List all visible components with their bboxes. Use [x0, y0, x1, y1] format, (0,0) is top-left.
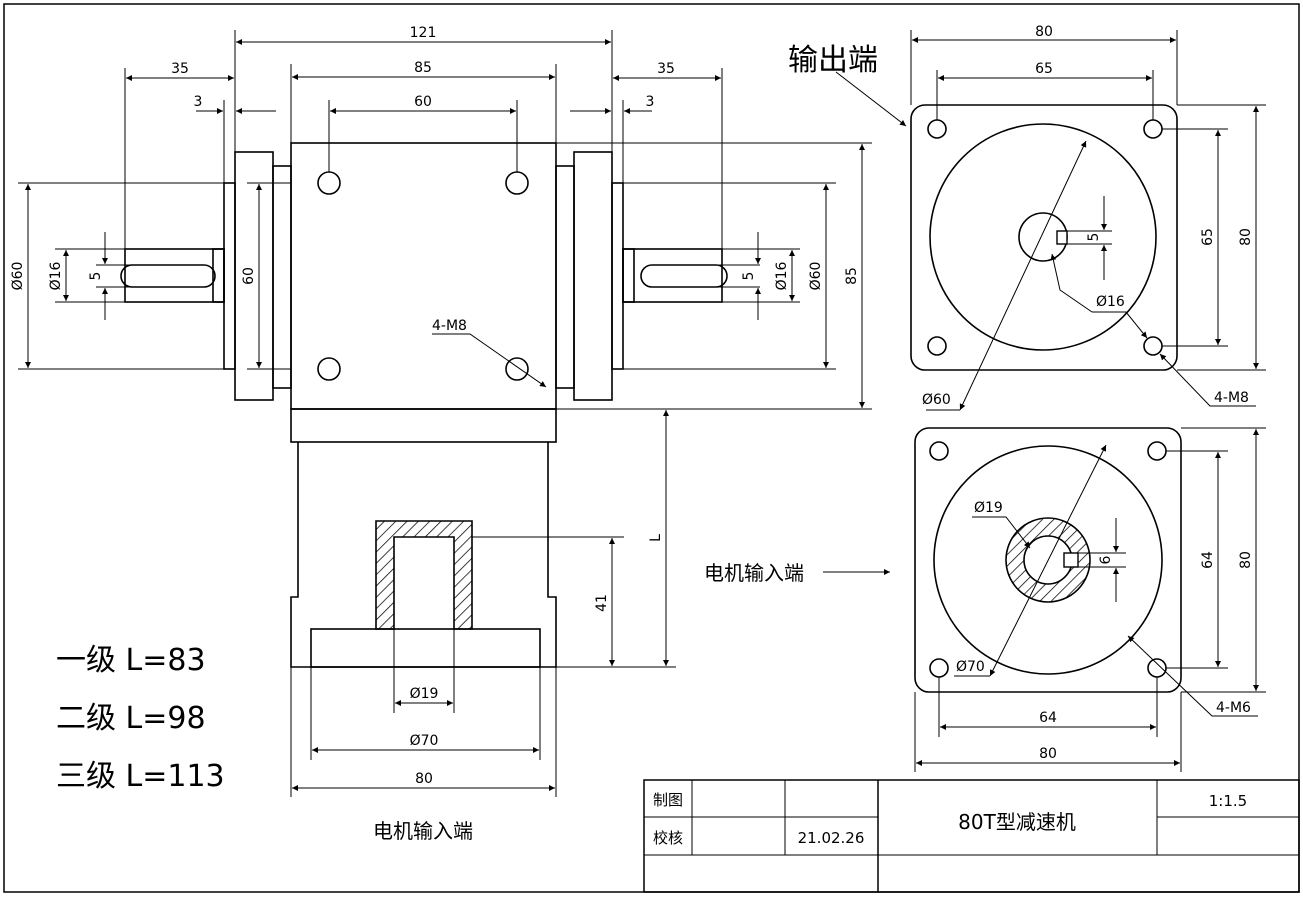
dim-motor-80-w: 80 [1039, 746, 1057, 762]
motor-key [1063, 552, 1079, 568]
motor-adapter [290, 442, 557, 668]
mount-hole [505, 171, 529, 195]
motor-hole [929, 658, 949, 678]
mount-hole [505, 357, 529, 381]
dim-key5-left: 5 [88, 272, 104, 281]
output-hole [927, 119, 947, 139]
dim-3-left: 3 [194, 94, 203, 110]
thread-4-m6: 4-M6 [1216, 700, 1251, 716]
output-key [1056, 230, 1068, 245]
output-end-label: 输出端 [788, 43, 878, 78]
output-pilot-circle [929, 123, 1157, 351]
motor-hole [1147, 441, 1167, 461]
dim-h85: 85 [844, 267, 860, 285]
output-view-texts: 80 65 65 80 5 Ø16 Ø60 4-M8 [922, 24, 1254, 408]
dim-121: 121 [410, 25, 437, 41]
dim-35-right: 35 [657, 61, 675, 77]
front-view [120, 142, 728, 668]
thread-4-m8-front: 4-M8 [432, 318, 467, 334]
drawing-scale: 1:1.5 [1209, 792, 1247, 810]
dim-output-65-h: 65 [1200, 228, 1216, 246]
stage-3-length: 三级 L=113 [56, 759, 225, 794]
dim-motor-phi70: Ø70 [956, 659, 985, 675]
left-hub [223, 182, 236, 370]
stage-2-length: 二级 L=98 [56, 701, 206, 736]
stage-1-length: 一级 L=83 [56, 643, 206, 678]
dim-35-left: 35 [171, 61, 189, 77]
dim-output-phi60: Ø60 [922, 392, 951, 408]
motor-input-end-caption: 电机输入端 [373, 819, 473, 843]
title-block-texts: 制图 校核 21.02.26 80T型减速机 1:1.5 [653, 791, 1247, 847]
dim-L: L [648, 534, 664, 542]
left-spacer [272, 165, 292, 389]
dim-phi16-left: Ø16 [48, 261, 64, 290]
dim-flange-60: 60 [241, 267, 257, 285]
dim-phi60-left: Ø60 [10, 262, 26, 291]
dim-motor-64-h: 64 [1200, 551, 1216, 569]
left-output-shaft [124, 248, 225, 303]
drawing-title: 80T型减速机 [958, 810, 1076, 834]
right-shaft-shoulder [622, 248, 635, 303]
front-view-dimensions [18, 30, 872, 797]
dim-41: 41 [594, 594, 610, 612]
motor-input-view [823, 427, 1266, 772]
dim-phi70-front: Ø70 [410, 733, 439, 749]
motor-hole [929, 441, 949, 461]
dim-80-front: 80 [415, 771, 433, 787]
dim-output-key5: 5 [1086, 233, 1102, 242]
dim-output-65-w: 65 [1035, 61, 1053, 77]
dim-phi60-right: Ø60 [808, 262, 824, 291]
motor-input-end-arrow-label: 电机输入端 [704, 561, 804, 585]
left-keyway [120, 264, 216, 288]
right-hub [611, 182, 624, 370]
dim-85-top: 85 [414, 60, 432, 76]
dim-motor-64-w: 64 [1039, 710, 1057, 726]
dim-output-80-w: 80 [1035, 24, 1053, 40]
dim-60-top: 60 [414, 94, 432, 110]
motor-hole [1147, 658, 1167, 678]
dim-motor-key6: 6 [1098, 555, 1114, 564]
motor-flange-square [914, 427, 1182, 693]
input-bore-section [375, 520, 473, 630]
dim-key5-right: 5 [741, 272, 757, 281]
dim-output-80-h: 80 [1238, 228, 1254, 246]
gearbox-bottom-plate [290, 408, 557, 443]
drawing-date: 21.02.26 [798, 829, 865, 847]
stage-length-list: 一级 L=83 二级 L=98 三级 L=113 [56, 643, 225, 794]
output-flange-square [910, 104, 1178, 371]
title-block [643, 779, 1300, 893]
output-hole [927, 336, 947, 356]
mount-hole [317, 357, 341, 381]
dim-output-phi16: Ø16 [1096, 294, 1125, 310]
dim-motor-80-h: 80 [1238, 551, 1254, 569]
drawn-by-label: 制图 [653, 791, 683, 809]
mount-hole [317, 171, 341, 195]
motor-view-texts: Ø19 6 64 80 Ø70 4-M6 64 80 [956, 500, 1254, 762]
right-flange [573, 151, 613, 401]
right-keyway [640, 264, 728, 288]
front-view-dimension-texts: 121 85 60 35 35 3 3 Ø60 Ø16 5 60 5 Ø16 Ø… [10, 25, 860, 787]
gearbox-body [290, 142, 557, 410]
checked-by-label: 校核 [653, 829, 683, 847]
output-end-view [835, 30, 1266, 411]
right-spacer [555, 165, 575, 389]
left-shaft-shoulder [212, 248, 225, 303]
right-output-shaft [622, 248, 723, 303]
thread-4-m8-output: 4-M8 [1214, 390, 1249, 406]
dim-3-right: 3 [646, 94, 655, 110]
output-hole [1143, 336, 1163, 356]
output-hole [1143, 119, 1163, 139]
dim-phi16-right: Ø16 [774, 261, 790, 290]
dim-phi19-front: Ø19 [410, 686, 439, 702]
adapter-flange [310, 628, 541, 668]
dim-motor-phi19: Ø19 [974, 500, 1003, 516]
